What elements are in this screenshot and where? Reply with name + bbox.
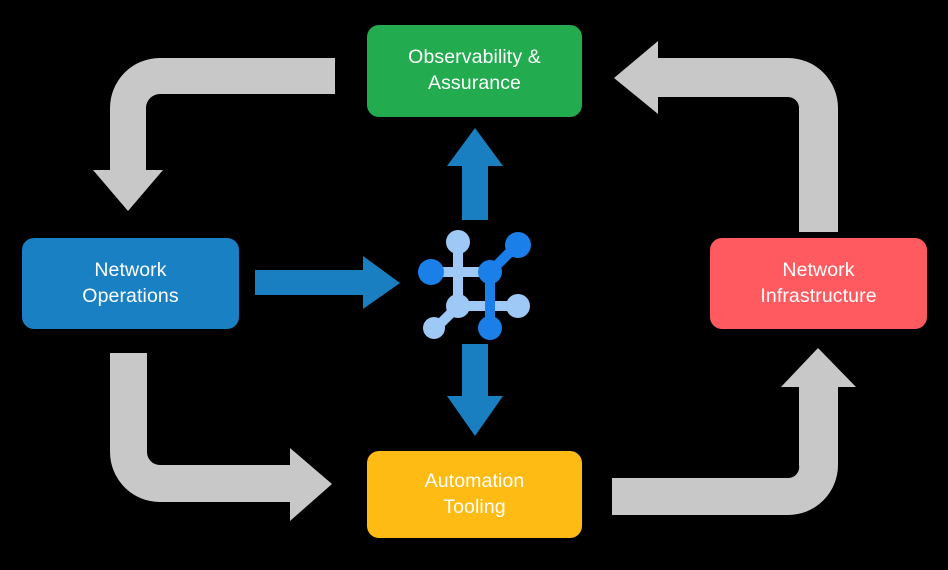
gray-arrow-observability-to-network-operations	[93, 58, 335, 211]
node-automation-tooling[interactable]: Automation Tooling	[367, 451, 582, 538]
node-network-infrastructure-label: Network Infrastructure	[760, 258, 877, 307]
blue-arrow-center-to-automation-tooling	[447, 344, 503, 436]
icon-node-bottom-center	[478, 316, 502, 340]
gray-arrow-network-infrastructure-to-observability	[614, 41, 838, 232]
icon-node-bottom-left	[423, 317, 445, 339]
node-network-operations[interactable]: Network Operations	[22, 238, 239, 329]
blue-arrow-network-operations-to-center	[255, 256, 400, 309]
icon-node-mid-left	[446, 294, 470, 318]
node-automation-tooling-label: Automation Tooling	[424, 469, 525, 518]
icon-node-top-right	[505, 232, 531, 258]
network-topology-icon	[418, 230, 531, 340]
icon-node-left	[418, 259, 444, 285]
gray-arrow-network-operations-to-automation-tooling	[110, 353, 332, 521]
blue-arrow-center-to-observability	[447, 128, 503, 220]
node-observability-label: Observability & Assurance	[408, 46, 541, 94]
icon-node-mid-right	[506, 294, 530, 318]
gray-arrow-automation-tooling-to-network-infrastructure	[612, 348, 856, 515]
node-network-infrastructure[interactable]: Network Infrastructure	[710, 238, 927, 329]
icon-node-center	[478, 260, 502, 284]
node-network-operations-label: Network Operations	[82, 258, 179, 307]
icon-node-top-left	[446, 230, 470, 254]
node-observability-assurance[interactable]: Observability & Assurance	[367, 25, 582, 117]
